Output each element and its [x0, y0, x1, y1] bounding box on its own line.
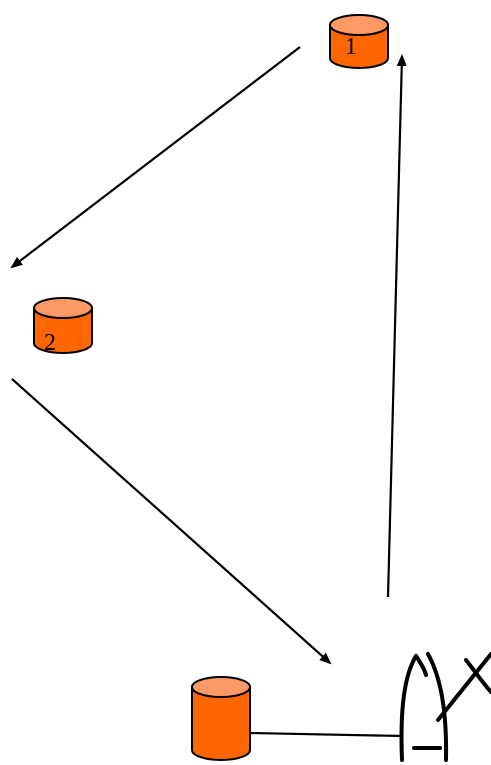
- node-2[interactable]: 2: [33, 297, 93, 356]
- sketch-figure-icon: [399, 652, 491, 762]
- node-1-top: [329, 14, 389, 36]
- edge-figure-to-1: [386, 54, 407, 598]
- node-3[interactable]: [191, 676, 251, 761]
- node-3-top: [191, 676, 251, 698]
- node-2-label: 2: [44, 330, 56, 356]
- node-1-label: 1: [345, 34, 357, 60]
- edge-1-to-2: [10, 46, 301, 269]
- node-2-top: [33, 297, 93, 319]
- edge-3-to-figure: [249, 731, 404, 738]
- node-1[interactable]: 1: [329, 14, 389, 69]
- edge-2-to-figure: [11, 378, 332, 665]
